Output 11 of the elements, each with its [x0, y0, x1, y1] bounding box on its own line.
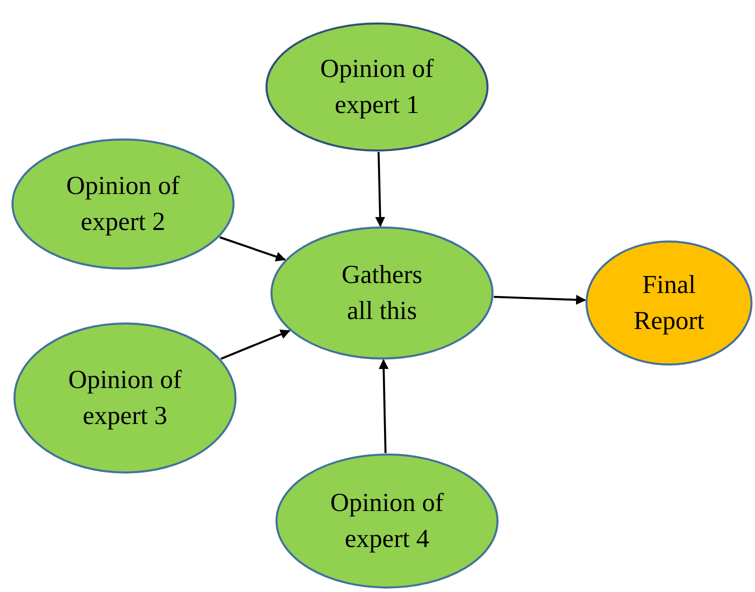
arrow: [219, 236, 286, 262]
arrow: [220, 330, 290, 360]
node-text: Opinion of expert 3: [67, 364, 183, 432]
node-text: Opinion of expert 1: [319, 53, 435, 121]
arrow: [494, 294, 586, 305]
node-text: Opinion of expert 4: [329, 487, 445, 555]
arrow: [375, 152, 386, 227]
node-text: Gathers all this: [340, 259, 424, 327]
arrow: [378, 359, 389, 454]
node-text: Opinion of expert 2: [65, 170, 181, 238]
node-text: Final Report: [632, 269, 706, 337]
